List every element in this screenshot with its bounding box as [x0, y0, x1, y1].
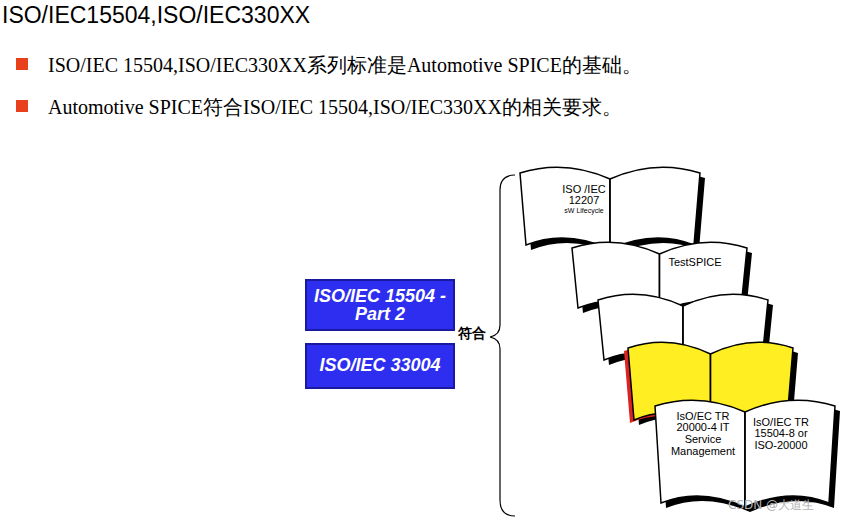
node-text: IsO/IEC TR 15504-8 or ISO-20000	[746, 417, 816, 452]
standard-box: ISO/IEC 33004	[305, 343, 455, 389]
bullet-square	[16, 100, 28, 112]
brace-label: 符合	[458, 325, 486, 343]
book-label: ISO /IEC 12207sW Lifecycle	[548, 176, 620, 222]
book-label: TestSPICE	[655, 252, 735, 272]
node-text: ISO/IEC 33004	[319, 356, 440, 376]
book-label: IsO/IEC TR 15504-8 or ISO-20000	[743, 406, 819, 462]
node-text: TestSPICE	[668, 256, 721, 268]
standard-box: ISO/IEC 15504 -Part 2	[305, 279, 455, 331]
node-text: IsO/EC TR 20000-4 IT Service Management	[667, 411, 739, 457]
node-text: ISO /IEC 12207	[551, 184, 617, 207]
book-spine	[609, 179, 610, 249]
title: ISO/IEC15504,ISO/IEC330XX	[2, 2, 310, 29]
bullet-square	[16, 58, 28, 70]
book-label: IsO/EC TR 20000-4 IT Service Management	[664, 406, 742, 462]
open-book	[655, 400, 840, 512]
bullet-text: ISO/IEC 15504,ISO/IEC330XX系列标准是Automotiv…	[48, 52, 642, 79]
book-spine	[744, 412, 745, 507]
watermark: CSDN @大道生	[728, 497, 814, 514]
node-text: ISO/IEC 15504 -Part 2	[310, 287, 450, 323]
curly-brace	[490, 175, 515, 516]
bullet-text: Automotive SPICE符合ISO/IEC 15504,ISO/IEC3…	[48, 94, 622, 121]
book-page	[655, 400, 745, 507]
node-text: sW Lifecycle	[564, 207, 603, 214]
open-book	[520, 167, 705, 254]
book-page	[520, 167, 610, 249]
book-page	[745, 400, 835, 507]
book-page	[610, 167, 700, 249]
